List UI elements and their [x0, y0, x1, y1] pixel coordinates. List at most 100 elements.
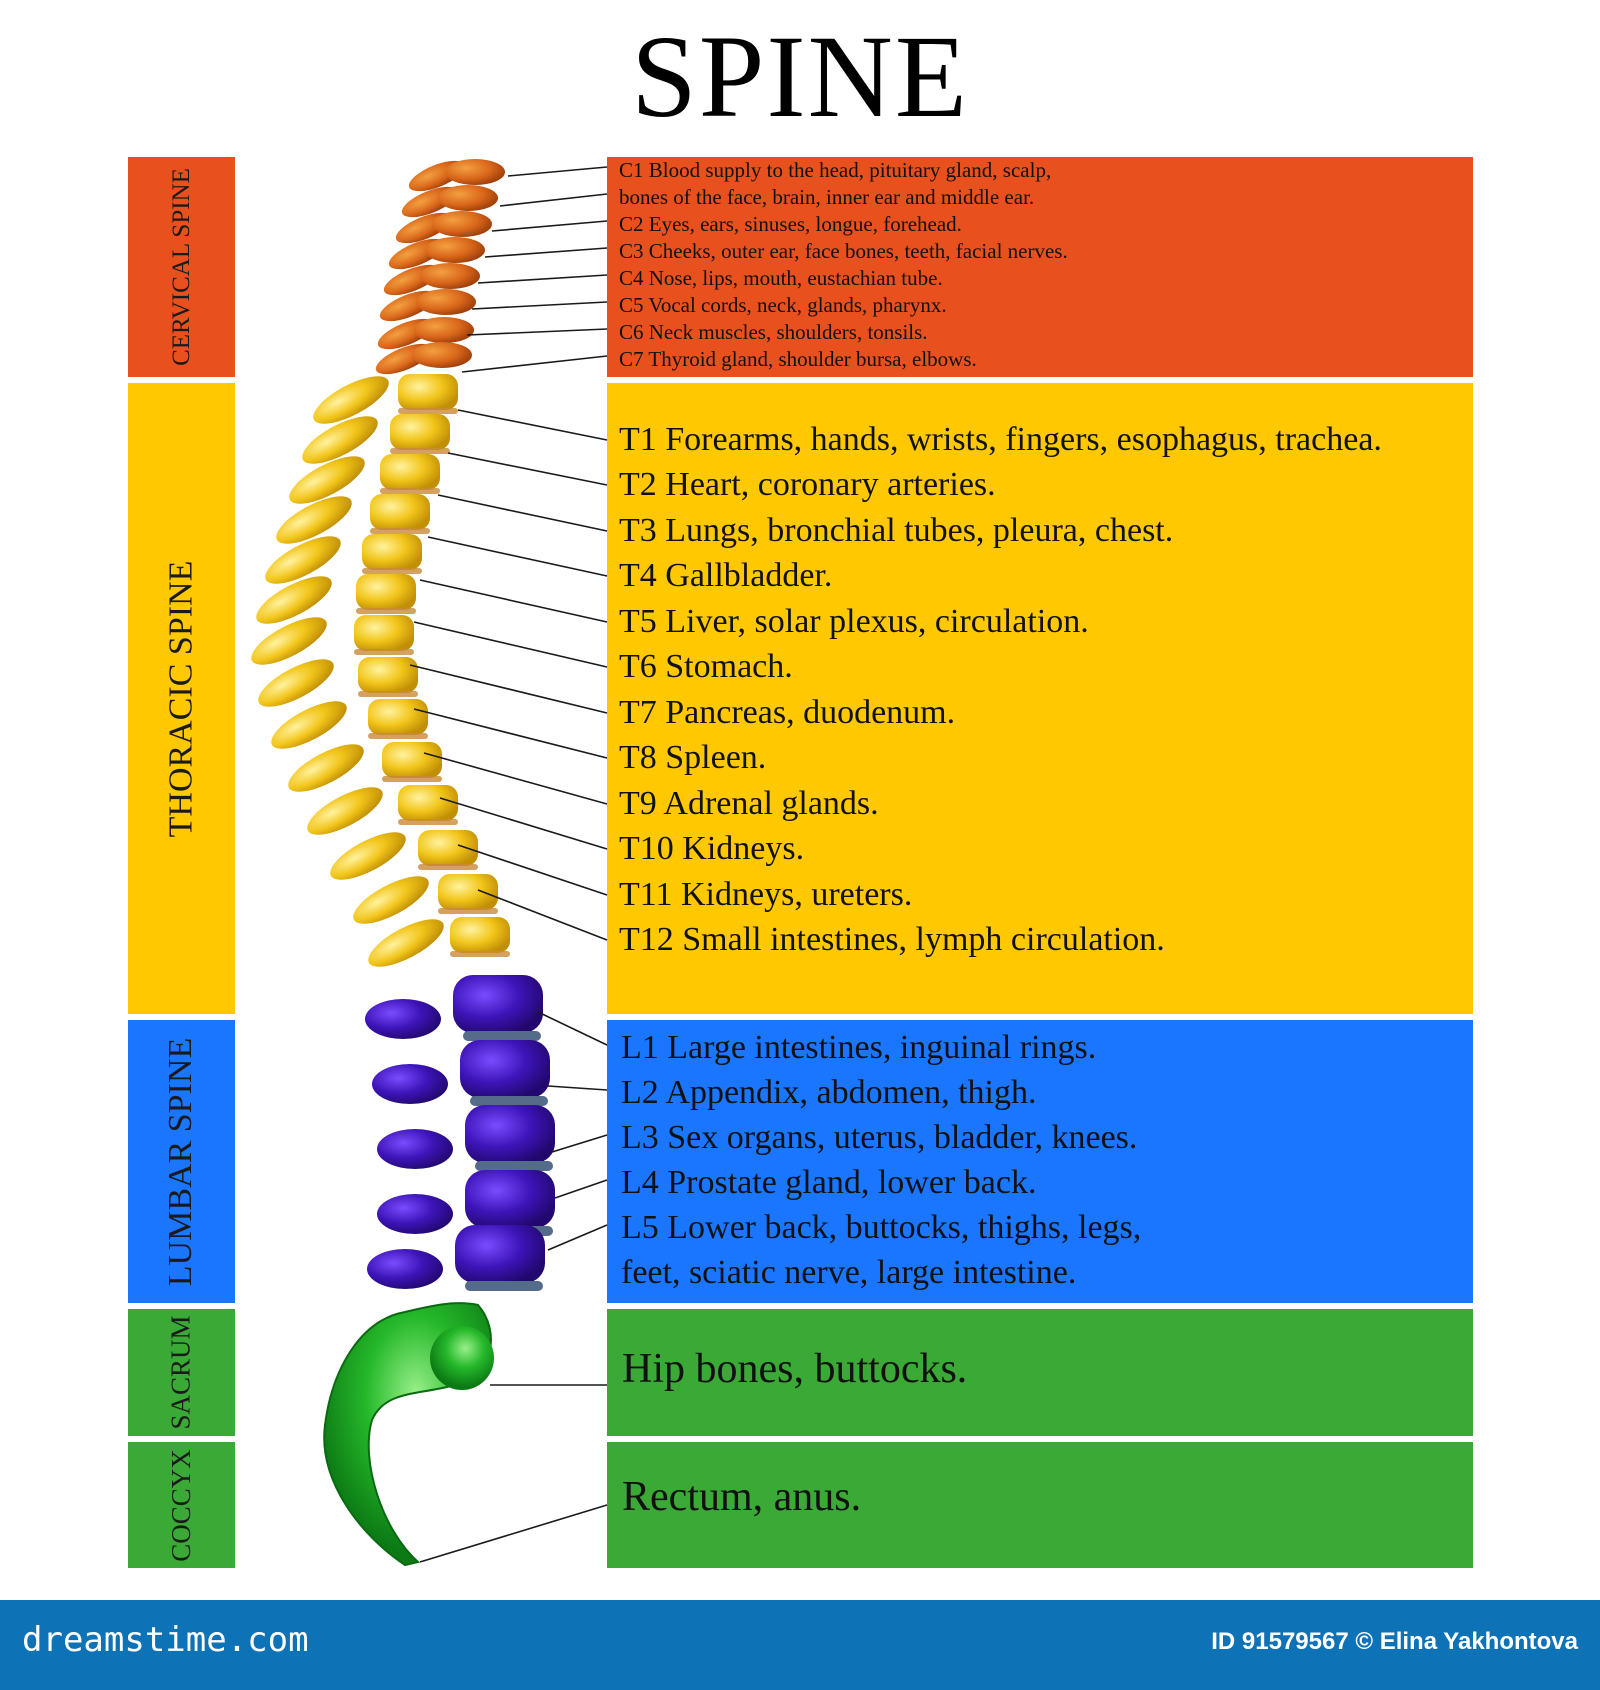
- leader-line: [551, 1134, 608, 1153]
- thoracic-item-t12: T12 Small intestines, lymph circulation.: [619, 921, 1165, 958]
- thoracic-process: [313, 376, 389, 424]
- leader-line: [409, 664, 608, 714]
- thoracic-vertebra: [390, 414, 450, 450]
- cervical-vertebra: [416, 289, 476, 315]
- leader-line: [423, 752, 608, 805]
- thoracic-process: [265, 536, 341, 584]
- thoracic-vertebra: [450, 917, 510, 953]
- lumbar-process: [367, 1249, 443, 1289]
- cervical-vertebra: [420, 263, 480, 289]
- thoracic-vertebra: [356, 574, 416, 610]
- thoracic-disc: [382, 776, 442, 782]
- lumbar-process: [372, 1064, 448, 1104]
- leader-line: [413, 621, 608, 668]
- leader-lines: [409, 166, 608, 1563]
- leader-line: [477, 274, 608, 284]
- thoracic-item-t6: T6 Stomach.: [619, 648, 793, 685]
- lumbar-item-l2: L2 Appendix, abdomen, thigh.: [621, 1074, 1037, 1111]
- leader-line: [507, 166, 608, 177]
- lumbar-description-box: L1 Large intestines, inguinal rings. L2 …: [607, 1020, 1473, 1303]
- cervical-vertebra: [414, 317, 474, 343]
- lumbar-disc: [475, 1161, 553, 1171]
- cervical-item-c3: C3 Cheeks, outer ear, face bones, teeth,…: [619, 239, 1068, 263]
- lumbar-item-l5-cont: feet, sciatic nerve, large intestine.: [621, 1254, 1077, 1291]
- sacrum-joint: [430, 1326, 494, 1390]
- thoracic-process: [289, 456, 365, 504]
- leader-line: [547, 1224, 608, 1251]
- thoracic-process: [288, 744, 364, 792]
- cervical-item-c1: C1 Blood supply to the head, pituitary g…: [619, 158, 1052, 182]
- cervical-description-box: C1 Blood supply to the head, pituitary g…: [607, 157, 1473, 377]
- leader-line: [491, 220, 608, 232]
- leader-line: [413, 708, 608, 759]
- footer-credit: ID 91579567 © Elina Yakhontova: [1211, 1628, 1578, 1655]
- thoracic-item-t1: T1 Forearms, hands, wrists, fingers, eso…: [619, 421, 1382, 458]
- cervical-vertebra: [425, 237, 485, 263]
- cervical-vertebra: [445, 159, 505, 185]
- thoracic-process: [368, 919, 444, 967]
- leader-line: [419, 579, 608, 623]
- lumbar-region-label: LUMBAR SPINE: [128, 1020, 235, 1303]
- leader-line: [437, 494, 608, 532]
- sacrum-item: Hip bones, buttocks.: [622, 1346, 968, 1392]
- leader-line: [447, 452, 608, 486]
- leader-line: [547, 1085, 608, 1091]
- cervical-item-c7: C7 Thyroid gland, shoulder bursa, elbows…: [619, 347, 977, 371]
- cervical-item-c5: C5 Vocal cords, neck, glands, pharynx.: [619, 293, 947, 317]
- thoracic-item-t4: T4 Gallbladder.: [619, 557, 833, 594]
- thoracic-vertebra: [354, 615, 414, 651]
- cervical-item-c6: C6 Neck muscles, shoulders, tonsils.: [619, 320, 928, 344]
- leader-line: [537, 1011, 608, 1046]
- leader-line: [461, 355, 608, 373]
- lumbar-process: [365, 999, 441, 1039]
- cervical-vertebra: [412, 342, 472, 368]
- lumbar-disc: [470, 1096, 548, 1106]
- thoracic-disc: [398, 408, 458, 414]
- leader-line: [471, 301, 608, 310]
- cervical-item-c2: C2 Eyes, ears, sinuses, longue, forehead…: [619, 212, 962, 236]
- thoracic-process: [251, 617, 327, 665]
- lumbar-vertebra: [465, 1170, 555, 1228]
- cervical-vertebra: [432, 211, 492, 237]
- cervical-region-label: CERVICAL SPINE: [128, 157, 235, 377]
- cervical-vertebra: [438, 185, 498, 211]
- thoracic-disc: [380, 488, 440, 494]
- thoracic-vertebra: [418, 830, 478, 866]
- leader-line: [554, 1179, 608, 1199]
- thoracic-item-t7: T7 Pancreas, duodenum.: [619, 694, 956, 731]
- lumbar-item-l3: L3 Sex organs, uterus, bladder, knees.: [621, 1119, 1138, 1156]
- thoracic-item-t10: T10 Kidneys.: [619, 830, 805, 867]
- spine-illustration: [251, 159, 608, 1567]
- leader-line: [439, 797, 608, 850]
- lumbar-vertebra: [465, 1105, 555, 1163]
- lumbar-disc: [463, 1031, 541, 1041]
- thoracic-process: [307, 787, 383, 835]
- thoracic-vertebra: [362, 534, 422, 570]
- thoracic-process: [330, 832, 406, 880]
- lumbar-item-l4: L4 Prostate gland, lower back.: [621, 1164, 1037, 1201]
- lumbar-process: [377, 1129, 453, 1169]
- thoracic-description-box: T1 Forearms, hands, wrists, fingers, eso…: [607, 383, 1473, 1014]
- thoracic-vertebra: [438, 874, 498, 910]
- thoracic-item-t3: T3 Lungs, bronchial tubes, pleura, chest…: [619, 512, 1174, 549]
- thoracic-item-t5: T5 Liver, solar plexus, circulation.: [619, 603, 1089, 640]
- coccyx-item: Rectum, anus.: [622, 1474, 862, 1520]
- leader-line: [499, 193, 608, 207]
- thoracic-process: [353, 876, 429, 924]
- lumbar-item-l5: L5 Lower back, buttocks, thighs, legs,: [621, 1209, 1142, 1246]
- footer-brand: dreamstime.com: [22, 1620, 309, 1660]
- thoracic-disc: [356, 608, 416, 614]
- thoracic-disc: [354, 649, 414, 655]
- thoracic-process: [271, 701, 347, 749]
- thoracic-disc: [450, 951, 510, 957]
- thoracic-disc: [398, 819, 458, 825]
- leader-line: [457, 844, 608, 896]
- cervical-item-c4: C4 Nose, lips, mouth, eustachian tube.: [619, 266, 943, 290]
- thoracic-item-t2: T2 Heart, coronary arteries.: [619, 466, 996, 503]
- thoracic-process: [256, 576, 332, 624]
- leader-line: [466, 328, 608, 336]
- leader-line: [484, 247, 608, 258]
- cervical-item-c1-cont: bones of the face, brain, inner ear and …: [619, 185, 1035, 209]
- thoracic-process: [276, 496, 352, 544]
- leader-line: [427, 536, 608, 577]
